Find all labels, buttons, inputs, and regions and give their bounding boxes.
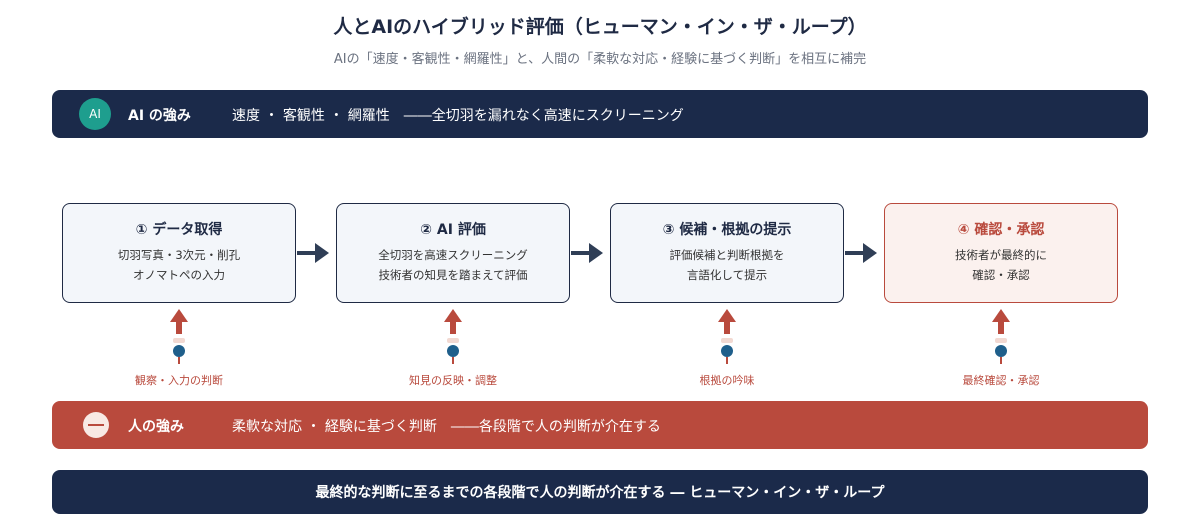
engineer-icon xyxy=(721,338,733,364)
step-title: ① データ取得 xyxy=(135,222,223,238)
summary-band: 最終的な判断に至るまでの各段階で人の判断が介在する ― ヒューマン・イン・ザ・ル… xyxy=(52,470,1148,514)
step-title: ③ 候補・根拠の提示 xyxy=(662,222,792,238)
up-arrow-icon xyxy=(718,309,736,334)
step-description: 言語化して提示 xyxy=(686,268,768,282)
step-description: オノマトペの入力 xyxy=(133,268,225,282)
summary-text: 最終的な判断に至るまでの各段階で人の判断が介在する ― ヒューマン・イン・ザ・ル… xyxy=(315,485,885,501)
human-strength-text: 柔軟な対応 ・ 経験に基づく判断 ――各段階で人の判断が介在する xyxy=(232,419,661,435)
engineer-icon xyxy=(995,338,1007,364)
step-description: 技術者の知見を踏まえて評価 xyxy=(378,268,528,282)
engineer-icon xyxy=(447,338,459,364)
up-arrow-icon xyxy=(444,309,462,334)
step-description: 評価候補と判断根拠を xyxy=(669,248,785,262)
step-title: ④ 確認・承認 xyxy=(957,222,1045,238)
ai-badge-icon: AI xyxy=(79,98,111,130)
human-strength-band: 人の強み 柔軟な対応 ・ 経験に基づく判断 ――各段階で人の判断が介在する xyxy=(52,401,1148,449)
up-arrow-icon xyxy=(170,309,188,334)
right-arrow-icon xyxy=(845,243,877,263)
human-input-label: 根拠の吟味 xyxy=(699,374,755,387)
human-input-label: 知見の反映・調整 xyxy=(409,374,497,387)
step-box-candidate-presentation: ③ 候補・根拠の提示 評価候補と判断根拠を 言語化して提示 xyxy=(610,203,844,303)
ai-strength-band: AI AI の強み 速度 ・ 客観性 ・ 網羅性 ――全切羽を漏れなく高速にスク… xyxy=(52,90,1148,138)
ai-strength-text: 速度 ・ 客観性 ・ 網羅性 ――全切羽を漏れなく高速にスクリーニング xyxy=(232,108,684,124)
human-strength-label: 人の強み xyxy=(128,419,184,435)
step-description: 技術者が最終的に xyxy=(955,248,1047,262)
right-arrow-icon xyxy=(571,243,603,263)
up-arrow-icon xyxy=(992,309,1010,334)
step-description: 切羽写真・3次元・削孔 xyxy=(117,248,241,262)
human-input-label: 最終確認・承認 xyxy=(962,374,1040,387)
human-input-label: 観察・入力の判断 xyxy=(135,374,223,387)
engineer-icon xyxy=(173,338,185,364)
page-subtitle: AIの「速度・客観性・網羅性」と、人間の「柔軟な対応・経験に基づく判断」を相互に… xyxy=(333,52,867,67)
human-badge-icon xyxy=(83,412,109,438)
step-box-data-acquisition: ① データ取得 切羽写真・3次元・削孔 オノマトペの入力 xyxy=(62,203,296,303)
step-description: 確認・承認 xyxy=(972,268,1030,282)
step-title: ② AI 評価 xyxy=(420,222,486,238)
page-title: 人とAIのハイブリッド評価（ヒューマン・イン・ザ・ループ） xyxy=(333,16,867,38)
step-box-confirmation: ④ 確認・承認 技術者が最終的に 確認・承認 xyxy=(884,203,1118,303)
step-description: 全切羽を高速スクリーニング xyxy=(378,248,528,262)
ai-strength-label: AI の強み xyxy=(128,108,191,124)
step-box-ai-evaluation: ② AI 評価 全切羽を高速スクリーニング 技術者の知見を踏まえて評価 xyxy=(336,203,570,303)
right-arrow-icon xyxy=(297,243,329,263)
